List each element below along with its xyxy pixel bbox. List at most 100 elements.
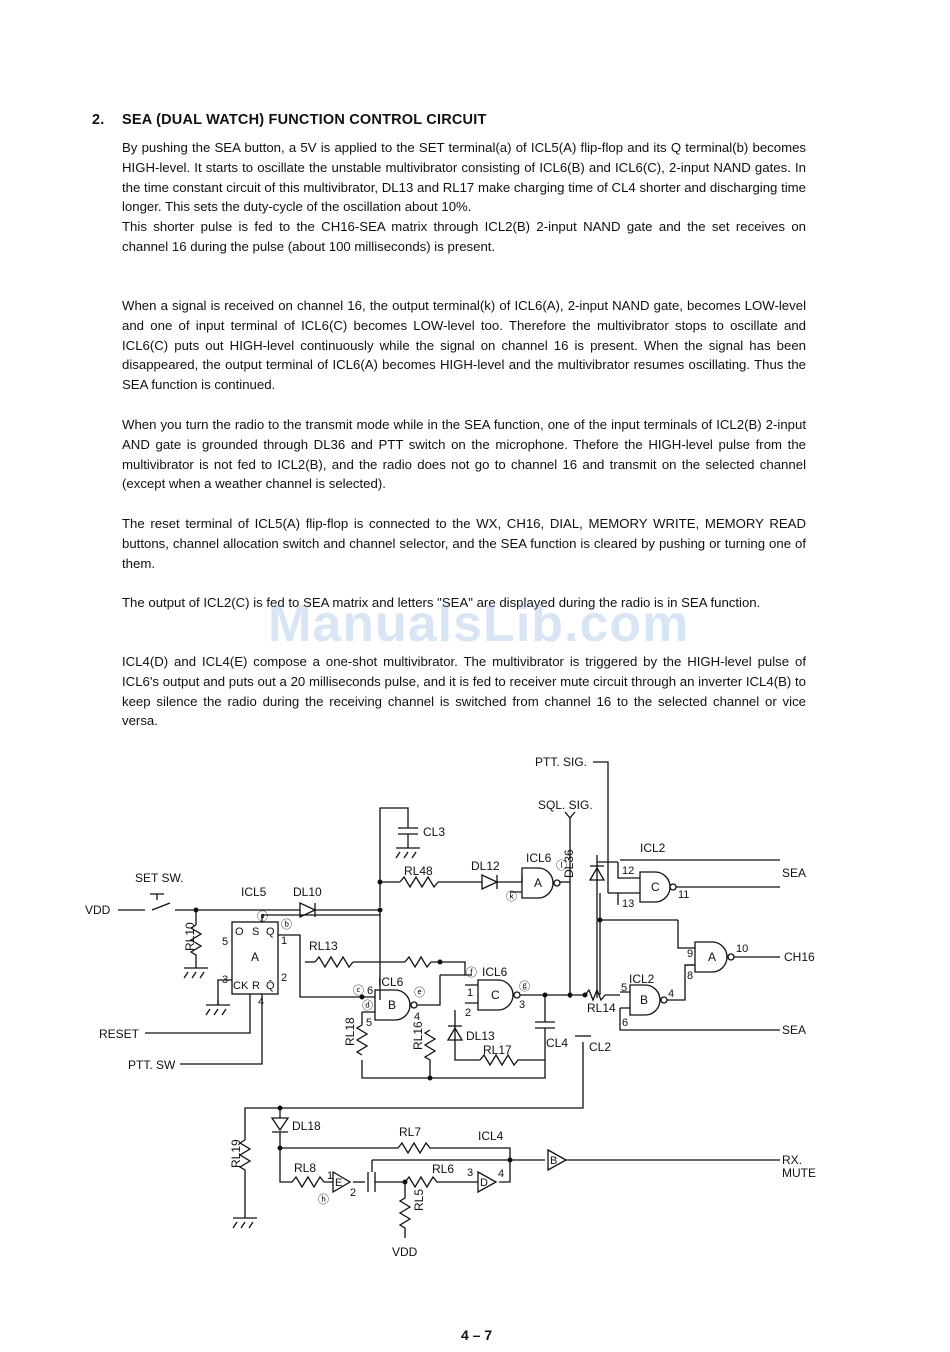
paragraph-sea-button: By pushing the SEA button, a 5V is appli… — [122, 138, 806, 257]
wire-ff-q — [278, 934, 305, 998]
pin-5-icl6b: 5 — [366, 1017, 372, 1029]
label-icl6-a: ICL6 — [526, 851, 552, 865]
terminal-c: ⓒ — [353, 984, 364, 997]
capacitor-rl-cap — [367, 1172, 376, 1192]
wire-ptt-sw — [180, 994, 263, 1065]
ff-label-r: R — [252, 980, 260, 992]
paragraph-4: When you turn the radio to the transmit … — [122, 417, 806, 492]
label-ch16: CH16 — [784, 950, 815, 964]
label-dl36: DL36 — [562, 849, 576, 878]
label-sea-out2: SEA — [782, 1023, 806, 1037]
gate-icl4e — [332, 1170, 352, 1194]
gate-icl6b — [374, 989, 411, 1021]
section-title: SEA (DUAL WATCH) FUNCTION CONTROL CIRCUI… — [122, 112, 487, 128]
gate-letter-icl4b: B — [550, 1155, 557, 1167]
pin-1-ff: 1 — [281, 935, 287, 947]
label-ptt-sig: PTT. SIG. — [535, 755, 587, 769]
label-rl6: RL6 — [432, 1162, 454, 1176]
label-rl5: RL5 — [412, 1189, 426, 1211]
ff-label-q: Q — [266, 926, 275, 938]
pin-2-icl4e: 2 — [350, 1187, 356, 1199]
gate-icl6a — [521, 867, 554, 899]
resistor-rl14 — [584, 988, 620, 1002]
diode-dl12 — [481, 873, 499, 891]
terminal-k: ⓚ — [506, 890, 517, 903]
pin-10: 10 — [736, 943, 748, 955]
label-icl6-b: ICL6 — [378, 975, 404, 989]
wire-dl13 — [454, 1010, 480, 1061]
paragraph-one-shot: ICL4(D) and ICL4(E) compose a one-shot m… — [122, 652, 806, 731]
label-dl10: DL10 — [293, 885, 322, 899]
resistor-rl7 — [397, 1141, 511, 1160]
label-rl17: RL17 — [483, 1043, 512, 1057]
label-rl19: RL19 — [229, 1139, 243, 1168]
label-vdd-left: VDD — [85, 903, 111, 917]
pin-1-icl4e: 1 — [327, 1170, 333, 1182]
pin-3-ff: 3 — [222, 974, 228, 986]
label-rx-mute-1: RX. — [782, 1153, 802, 1167]
wire-icl6b-out — [417, 975, 441, 1006]
resistor-rl48 — [399, 875, 439, 889]
gate-letter-icl2c: C — [651, 880, 660, 894]
gate-letter-icl4d: D — [480, 1177, 488, 1189]
wire-ff-reset — [145, 994, 251, 1034]
pin-3-icl4d: 3 — [467, 1167, 473, 1179]
ground-rl10 — [183, 967, 208, 979]
diode-dl13 — [446, 1025, 464, 1041]
terminal-e: ⓔ — [414, 986, 425, 999]
pin-4-ff: 4 — [258, 996, 264, 1008]
label-dl18: DL18 — [292, 1119, 321, 1133]
gate-icl4d — [477, 1170, 498, 1194]
pin-4-icl6b: 4 — [414, 1011, 420, 1023]
section-number: 2. — [92, 112, 105, 128]
pin-12: 12 — [622, 865, 634, 877]
resistor-rl18 — [355, 1024, 369, 1056]
gate-letter-icl2b: B — [640, 993, 648, 1007]
pin-4-icl4d: 4 — [498, 1168, 504, 1180]
paragraph-channel16: When a signal is received on channel 16,… — [122, 296, 806, 395]
gate-icl4b — [547, 1148, 568, 1172]
terminal-f: ⓕ — [466, 966, 477, 979]
gate-icl2a — [694, 941, 728, 973]
pin-4-icl2b: 4 — [668, 988, 674, 1000]
terminal-b: ⓑ — [281, 918, 292, 931]
diode-dl10 — [299, 901, 317, 919]
label-reset: RESET — [99, 1027, 140, 1041]
capacitor-cl3 — [398, 827, 418, 835]
terminal-d: ⓓ — [362, 999, 373, 1012]
paragraph-7: ICL4(D) and ICL4(E) compose a one-shot m… — [122, 654, 806, 729]
label-icl2-b: ICL2 — [629, 972, 655, 986]
label-vdd-bottom: VDD — [392, 1245, 418, 1259]
pin-1-icl6c: 1 — [467, 987, 473, 999]
ground-rl19 — [232, 1217, 257, 1229]
paragraph-reset: The reset terminal of ICL5(A) flip-flop … — [122, 514, 806, 573]
diode-dl36 — [588, 865, 606, 881]
label-dl12: DL12 — [471, 859, 500, 873]
label-cl2: CL2 — [589, 1040, 611, 1054]
ground-cl3 — [395, 847, 420, 859]
pin-11: 11 — [678, 889, 689, 901]
flipflop-icl5 — [231, 921, 279, 995]
label-icl2-top: ICL2 — [640, 841, 666, 855]
pin-6-icl2b: 6 — [622, 1017, 628, 1029]
resistor-mv — [404, 955, 432, 969]
diode-dl18 — [270, 1117, 290, 1133]
section-heading: 2. SEA (DUAL WATCH) FUNCTION CONTROL CIRC… — [92, 112, 487, 128]
gate-letter-icl2a: A — [708, 950, 716, 964]
label-rl10: RL10 — [183, 922, 197, 951]
resistor-rl8 — [279, 1148, 333, 1189]
terminal-h: ⓗ — [318, 1193, 329, 1206]
gate-icl6c — [477, 979, 514, 1011]
resistor-rl16 — [423, 1029, 437, 1078]
wire-rl7 — [279, 1132, 398, 1149]
paragraph-5: The reset terminal of ICL5(A) flip-flop … — [122, 516, 806, 571]
terminal-a: ⓐ — [257, 910, 268, 923]
wire-ff-s — [261, 914, 380, 922]
gate-letter-icl4e: E — [335, 1177, 342, 1189]
pin-3-icl6c: 3 — [519, 999, 525, 1011]
resistor-rl13 — [314, 955, 354, 969]
pin-2-ff: 2 — [281, 972, 287, 984]
pin-2-icl6c: 2 — [465, 1007, 471, 1019]
label-ptt-sw: PTT. SW — [128, 1058, 176, 1072]
